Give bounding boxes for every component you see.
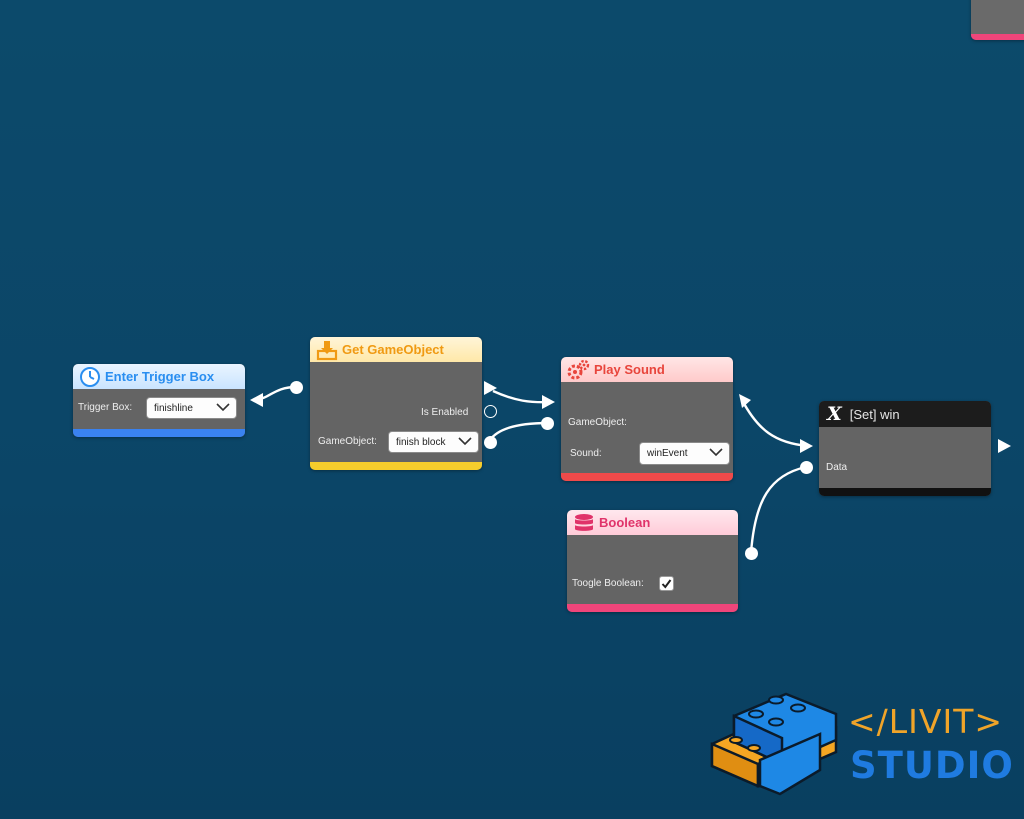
chevron-down-icon bbox=[458, 437, 472, 446]
connection-sound-to-set bbox=[740, 399, 809, 448]
variable-x-icon: X bbox=[827, 403, 842, 425]
node-footer bbox=[73, 429, 245, 437]
gameobject-label: GameObject: bbox=[568, 417, 627, 428]
connection-boolean-to-set bbox=[749, 465, 807, 554]
offscreen-node[interactable] bbox=[971, 0, 1024, 40]
gameobject-input-port[interactable] bbox=[541, 417, 554, 430]
flow-arrow-sound-out[interactable] bbox=[739, 394, 751, 408]
node-header[interactable]: Get GameObject bbox=[310, 337, 482, 362]
data-input-port[interactable] bbox=[800, 461, 813, 474]
trigger-box-dropdown[interactable]: finishline bbox=[146, 397, 237, 419]
flow-arrow-set-out[interactable] bbox=[998, 439, 1011, 453]
node-footer bbox=[567, 604, 738, 612]
node-boolean[interactable]: Boolean Toogle Boolean: bbox=[567, 510, 738, 612]
node-play-sound[interactable]: Play Sound GameObject: Sound: winEvent bbox=[561, 357, 733, 481]
node-header[interactable]: Play Sound bbox=[561, 357, 733, 382]
node-enter-trigger-box[interactable]: Enter Trigger Box Trigger Box: finishlin… bbox=[73, 364, 245, 437]
logo-text-livit: </LIVIT> bbox=[848, 702, 1004, 741]
node-get-gameobject[interactable]: Get GameObject Is Enabled GameObject: fi… bbox=[310, 337, 482, 470]
boolean-output-port[interactable] bbox=[745, 547, 758, 560]
flow-arrow-trigger-in[interactable] bbox=[250, 393, 263, 407]
flow-arrow-sound-in[interactable] bbox=[542, 395, 555, 409]
lego-bricks-logo-icon bbox=[710, 692, 838, 796]
clock-icon bbox=[79, 366, 101, 388]
node-header[interactable]: Enter Trigger Box bbox=[73, 364, 245, 389]
node-header[interactable]: X [Set] win bbox=[819, 401, 991, 427]
toggle-boolean-label: Toogle Boolean: bbox=[572, 578, 644, 589]
toggle-boolean-checkbox[interactable] bbox=[659, 576, 674, 591]
node-title: Boolean bbox=[599, 515, 651, 530]
node-header[interactable]: Boolean bbox=[567, 510, 738, 535]
chevron-down-icon bbox=[216, 403, 230, 412]
is-enabled-output-port[interactable] bbox=[484, 405, 497, 418]
node-set-win[interactable]: X [Set] win Data bbox=[819, 401, 991, 496]
offscreen-node-footer bbox=[971, 34, 1024, 40]
node-footer bbox=[310, 462, 482, 470]
data-label: Data bbox=[826, 462, 848, 473]
download-box-icon bbox=[316, 339, 338, 361]
connection-gameobject-to-sound bbox=[489, 421, 549, 441]
node-title: [Set] win bbox=[849, 406, 900, 422]
gameobject-output-port[interactable] bbox=[484, 436, 497, 449]
node-title: Play Sound bbox=[594, 362, 665, 377]
is-enabled-label: Is Enabled bbox=[421, 407, 469, 418]
node-title: Get GameObject bbox=[342, 342, 444, 357]
node-footer bbox=[561, 473, 733, 481]
gameobject-dropdown[interactable]: finish block bbox=[388, 431, 479, 453]
node-footer bbox=[819, 488, 991, 496]
gameobject-label: GameObject: bbox=[318, 436, 377, 447]
output-port-trigger-box[interactable] bbox=[290, 381, 303, 394]
dropdown-value: finish block bbox=[396, 436, 446, 448]
flow-arrow-get-out[interactable] bbox=[484, 381, 497, 395]
sound-dropdown[interactable]: winEvent bbox=[639, 442, 730, 465]
logo-text-studio: STUDIO bbox=[850, 744, 1014, 787]
dropdown-value: finishline bbox=[154, 402, 193, 414]
chevron-down-icon bbox=[709, 448, 723, 457]
database-icon bbox=[573, 512, 595, 534]
flow-arrow-set-in[interactable] bbox=[800, 439, 813, 453]
trigger-box-label: Trigger Box: bbox=[78, 402, 133, 413]
sound-label: Sound: bbox=[570, 448, 602, 459]
gears-icon bbox=[566, 359, 590, 381]
node-title: Enter Trigger Box bbox=[105, 369, 215, 384]
dropdown-value: winEvent bbox=[647, 448, 688, 459]
checkmark-icon bbox=[661, 579, 672, 589]
